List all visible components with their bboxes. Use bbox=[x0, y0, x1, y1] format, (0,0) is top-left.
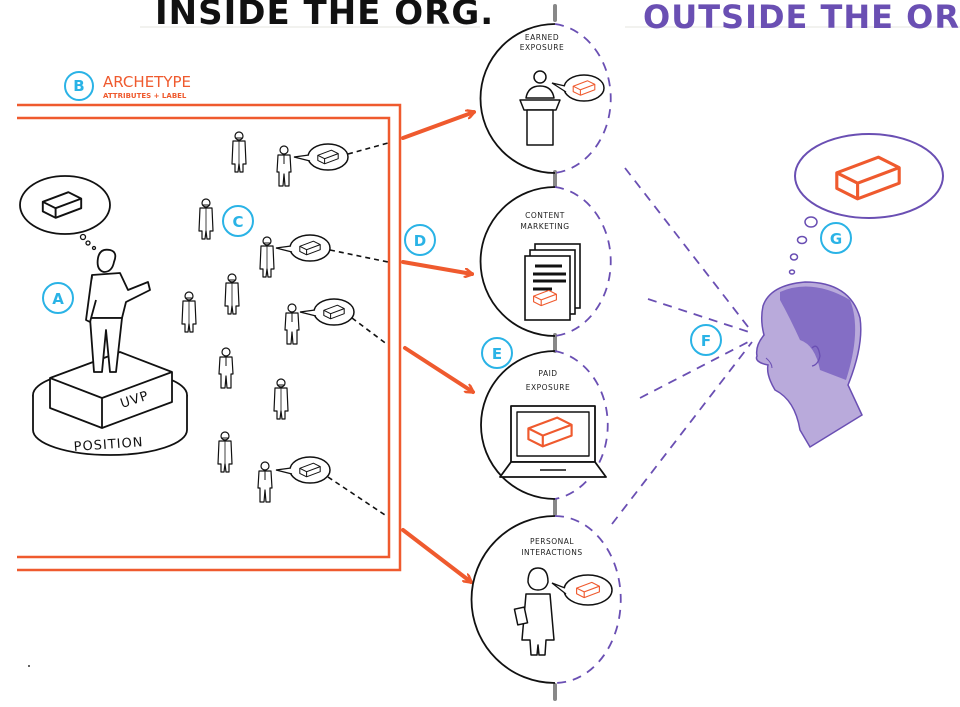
title-outside-org: OUTSIDE THE ORG. bbox=[643, 0, 960, 36]
leader-figure bbox=[85, 248, 151, 373]
speech-bubble bbox=[293, 142, 389, 171]
employee-figure bbox=[198, 198, 214, 240]
svg-text:C: C bbox=[232, 213, 243, 231]
sight-lines bbox=[611, 167, 753, 525]
employee-figure bbox=[181, 291, 197, 333]
channel-label: INTERACTIONS bbox=[521, 548, 582, 557]
arrow-to-earned bbox=[401, 112, 474, 140]
svg-text:G: G bbox=[830, 230, 842, 248]
title-inside-org: INSIDE THE ORG. bbox=[155, 0, 494, 33]
channel-label: PERSONAL bbox=[530, 537, 574, 546]
marker-f: F bbox=[690, 324, 722, 356]
channel-label: EXPOSURE bbox=[520, 43, 565, 52]
svg-text:E: E bbox=[492, 345, 502, 363]
customer-head-icon bbox=[755, 281, 863, 449]
channel-label: MARKETING bbox=[520, 222, 569, 231]
employee-crowd bbox=[181, 131, 300, 503]
arrow-to-personal bbox=[401, 528, 471, 584]
channel-label: PAID bbox=[538, 369, 557, 378]
customer-thought-bubble bbox=[788, 133, 944, 275]
employee-figure bbox=[284, 303, 300, 345]
speech-bubble bbox=[275, 456, 386, 516]
employee-figure bbox=[276, 145, 292, 187]
svg-text:F: F bbox=[701, 332, 711, 350]
stray-dot bbox=[28, 665, 30, 667]
employee-figure bbox=[259, 236, 275, 278]
employee-figure bbox=[273, 378, 289, 420]
pedestal: UVP POSITION bbox=[32, 351, 188, 456]
channel-paid-exposure: PAID EXPOSURE bbox=[480, 350, 609, 500]
svg-text:A: A bbox=[52, 290, 64, 308]
channel-circles: EARNED EXPOSURE CONTENT MARKETING bbox=[470, 4, 622, 701]
businesswoman-icon bbox=[513, 567, 555, 656]
marker-c: C bbox=[222, 205, 254, 237]
marker-d: D bbox=[404, 224, 436, 256]
speech-bubble bbox=[299, 298, 389, 346]
marker-g: G bbox=[820, 222, 852, 254]
channel-label: CONTENT bbox=[525, 211, 565, 220]
channel-personal-interactions: PERSONAL INTERACTIONS bbox=[470, 515, 622, 684]
employee-figure bbox=[217, 431, 233, 473]
channel-label: EXPOSURE bbox=[526, 383, 571, 392]
employee-figure bbox=[231, 131, 247, 173]
channel-arrows bbox=[401, 112, 474, 584]
documents-icon bbox=[524, 243, 581, 321]
archetype-subtitle: ATTRIBUTES + LABEL bbox=[103, 92, 187, 100]
channel-label: EARNED bbox=[525, 33, 559, 42]
employee-figure bbox=[224, 273, 240, 315]
svg-text:B: B bbox=[73, 77, 84, 95]
marker-b: B bbox=[64, 71, 94, 101]
employee-figure bbox=[218, 347, 234, 389]
employee-speech-bubbles bbox=[275, 142, 389, 516]
channel-connectors bbox=[553, 4, 557, 701]
marker-a: A bbox=[42, 282, 74, 314]
arrow-to-paid bbox=[403, 346, 473, 394]
archetype-frame bbox=[17, 103, 402, 572]
channel-earned-exposure: EARNED EXPOSURE bbox=[479, 23, 612, 174]
archetype-title: ARCHETYPE bbox=[103, 73, 191, 91]
speech-bubble bbox=[275, 234, 389, 263]
channel-content-marketing: CONTENT MARKETING bbox=[479, 186, 612, 337]
marker-e: E bbox=[481, 337, 513, 369]
leader-thought-bubble bbox=[19, 175, 111, 251]
svg-text:D: D bbox=[414, 232, 426, 250]
podium-speaker-icon bbox=[519, 70, 561, 146]
position-label: POSITION bbox=[73, 435, 144, 455]
arrow-to-content bbox=[401, 260, 472, 274]
employee-figure bbox=[257, 461, 273, 503]
